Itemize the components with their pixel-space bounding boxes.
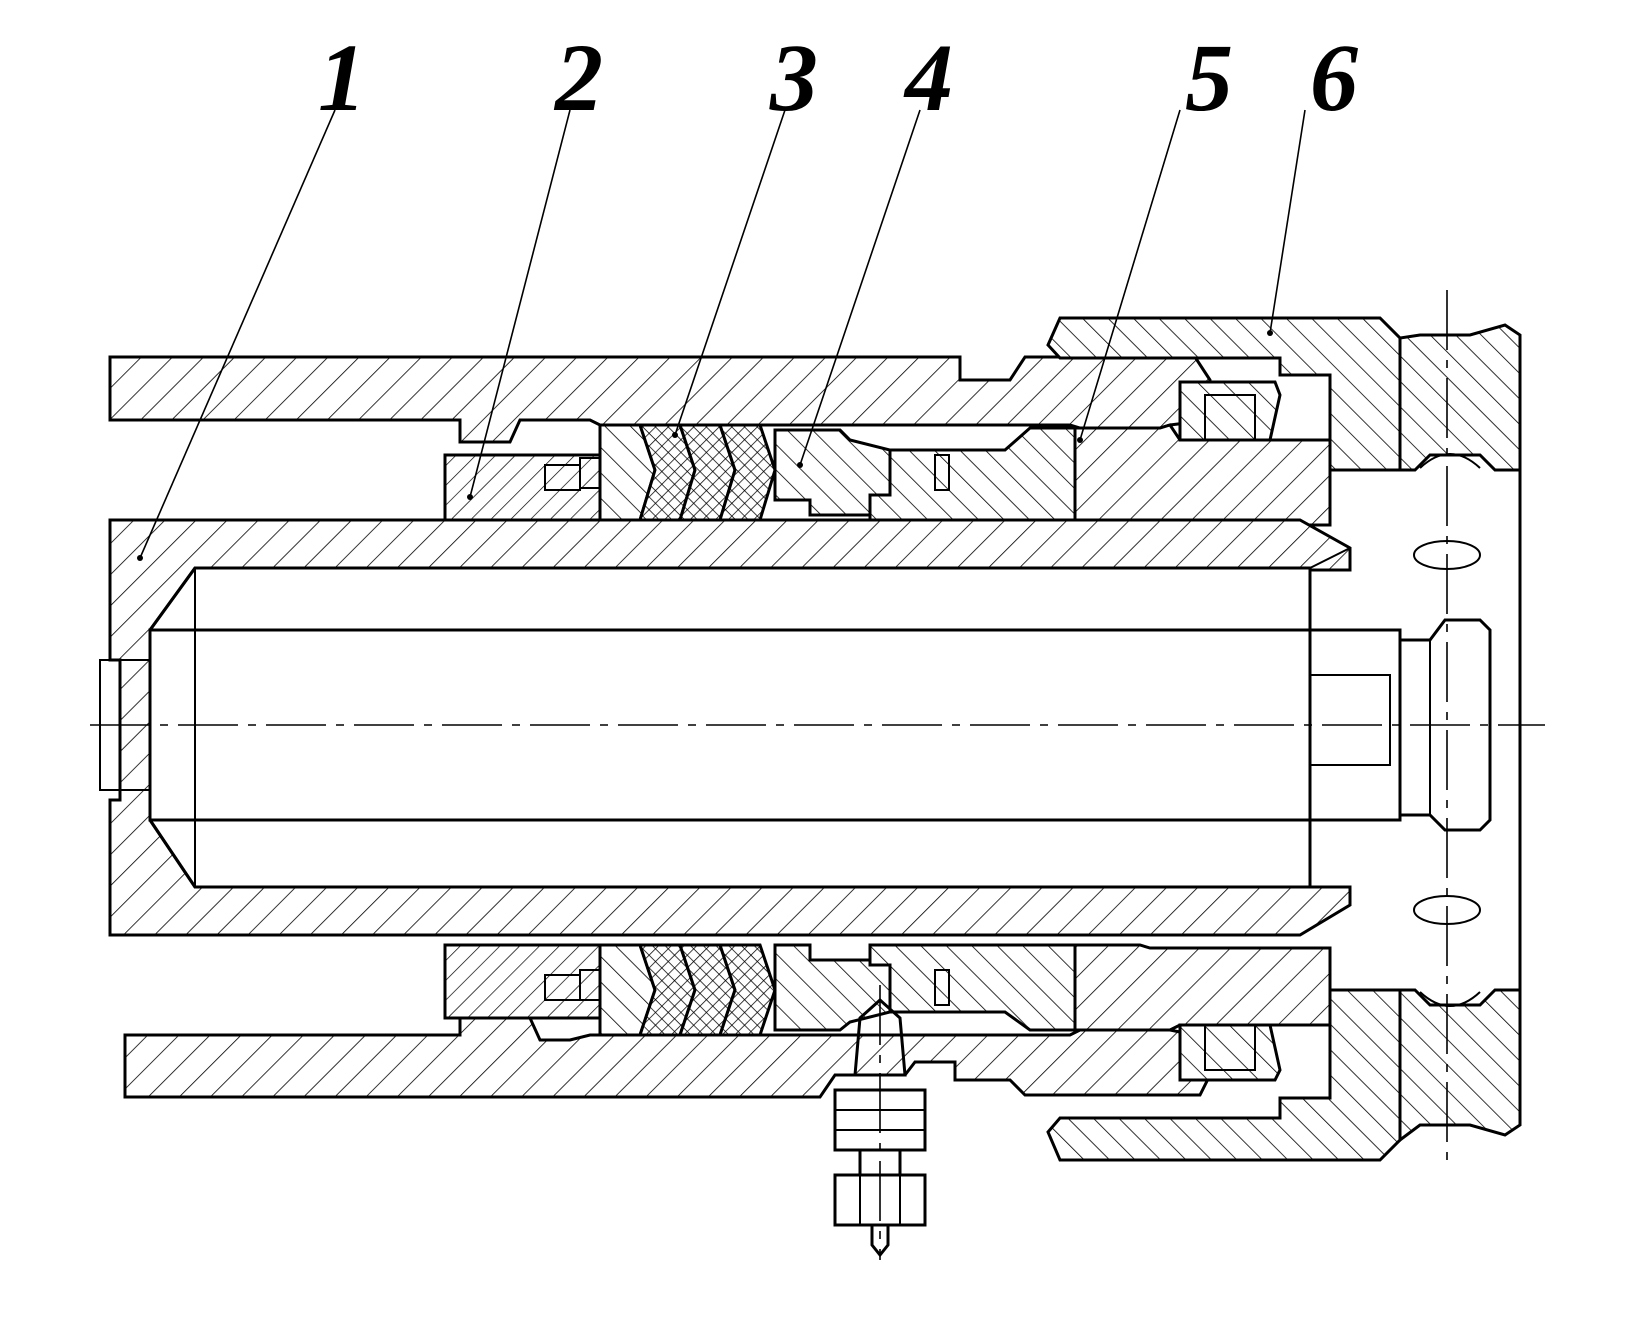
callout-3: 3 bbox=[769, 24, 818, 131]
centerlines bbox=[90, 290, 1545, 1260]
callout-1: 1 bbox=[318, 24, 366, 131]
callout-6: 6 bbox=[1310, 24, 1358, 131]
sleeve-part-4 bbox=[773, 426, 1077, 1032]
packing-rings-part-3 bbox=[598, 423, 777, 1037]
callout-4: 4 bbox=[903, 24, 953, 131]
leader-lines bbox=[137, 109, 1306, 561]
plunger-part-1 bbox=[108, 518, 1352, 937]
callout-5: 5 bbox=[1185, 24, 1233, 131]
outer-housing bbox=[108, 355, 1212, 1099]
callout-2: 2 bbox=[553, 24, 603, 131]
follower-ring-part-2 bbox=[443, 453, 602, 1020]
callout-numbers: 1 2 3 4 5 6 bbox=[318, 24, 1358, 131]
cap-nut-part-6 bbox=[1046, 316, 1522, 1162]
gland-part-5 bbox=[1073, 380, 1332, 1082]
